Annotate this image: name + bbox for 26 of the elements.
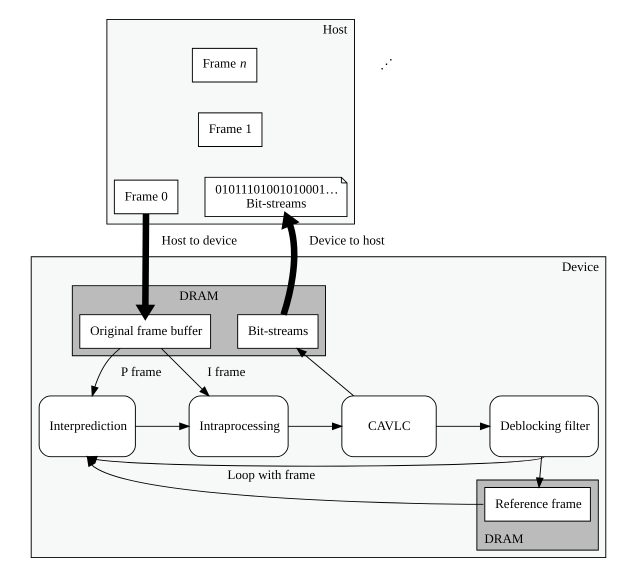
label: ⋰ (380, 56, 393, 72)
edge-label: I frame (206, 364, 245, 380)
arrow (160, 348, 210, 397)
arrow (135, 214, 155, 321)
node-box: Frame 0 (113, 180, 178, 214)
arrow (90, 348, 120, 398)
edge-label: Device to host (308, 232, 384, 248)
arrow (85, 456, 544, 467)
node-box: Original frame buffer (78, 314, 211, 349)
edge-label: P frame (120, 364, 161, 380)
node-box: Frame 1 (197, 112, 262, 147)
node-box: Bit-streams (236, 314, 318, 349)
node-box: CAVLC (340, 395, 436, 458)
arrow (535, 456, 544, 489)
arrow (86, 455, 484, 505)
node-box: Interprediction (38, 395, 136, 458)
arrow (435, 422, 491, 430)
node-box: Intraprocessing (188, 395, 288, 458)
edge-label: Host to device (161, 232, 237, 248)
node-box: Deblocking filter (488, 395, 598, 458)
node-box: Reference frame (484, 487, 590, 522)
arrow (287, 422, 343, 430)
arrow (295, 347, 354, 396)
arrow (134, 422, 190, 430)
node-box: Frame n (191, 48, 257, 82)
edge-label: Loop with frame (226, 466, 315, 482)
